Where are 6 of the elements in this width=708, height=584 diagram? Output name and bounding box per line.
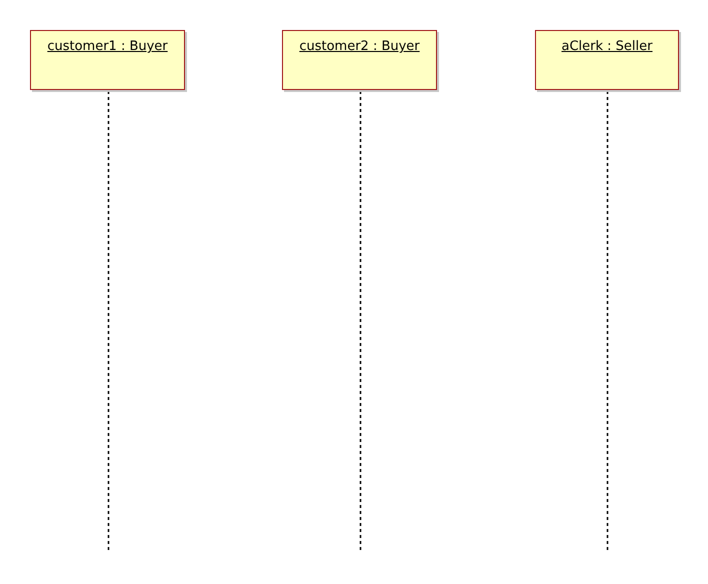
object-box xyxy=(282,30,437,90)
object-name: customer1 : Buyer xyxy=(47,39,168,54)
object-name: aClerk : Seller xyxy=(562,39,652,54)
object-box xyxy=(535,30,679,90)
object-name: customer2 : Buyer xyxy=(299,39,420,54)
object-box xyxy=(30,30,185,90)
